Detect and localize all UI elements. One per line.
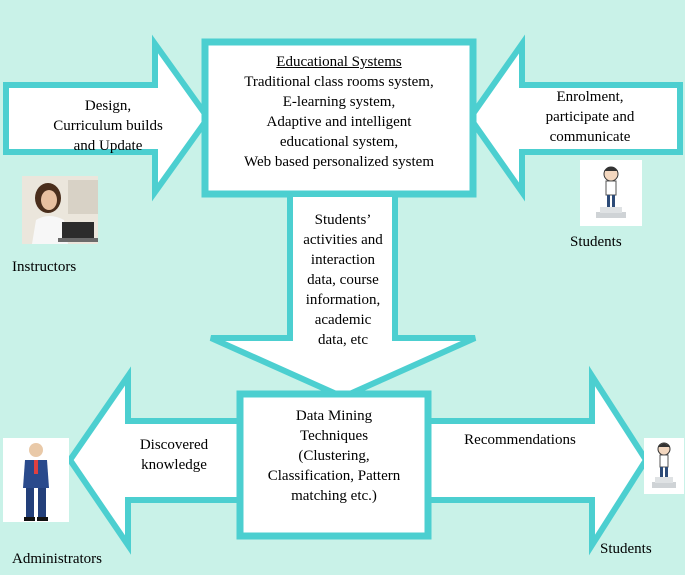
discovered-knowledge-text: Discovered knowledge	[112, 435, 236, 475]
arrow-text-line: data, etc	[318, 332, 368, 348]
arrow-text-line: Discovered	[139, 437, 209, 453]
administrator-figure	[3, 438, 69, 522]
student-top-figure	[580, 160, 642, 226]
students-top-label: Students	[570, 234, 622, 250]
student-icon	[580, 160, 642, 226]
arrow-text-line: and Update	[73, 138, 143, 154]
arrow-text-line: Curriculum builds	[53, 118, 163, 134]
data-mining-box: Data Mining Techniques (Clustering, Clas…	[244, 406, 424, 506]
student-bottom-figure	[644, 438, 684, 494]
recommendations-text: Recommendations	[464, 432, 576, 448]
data-mining-line: Techniques	[299, 428, 369, 444]
data-mining-line: Classification, Pattern	[267, 468, 401, 484]
educational-systems-title: Educational Systems	[276, 54, 402, 70]
educational-systems-line: Web based personalized system	[244, 154, 434, 170]
arrow-text-line: activities and	[303, 232, 383, 248]
design-arrow-text: Design, Curriculum builds and Update	[20, 96, 196, 156]
left-top-arrow	[3, 34, 212, 202]
instructors-label: Instructors	[12, 259, 77, 275]
data-mining-line: matching etc.)	[291, 488, 377, 504]
educational-systems-line: Adaptive and intelligent	[266, 114, 412, 130]
instructor-photo	[22, 176, 98, 244]
enrolment-arrow-text: Enrolment, participate and communicate	[512, 87, 668, 147]
arrow-text-line: information,	[305, 292, 381, 308]
arrow-text-line: participate and	[545, 109, 635, 125]
data-mining-box-shape	[236, 390, 432, 540]
administrators-label: Administrators	[12, 551, 102, 567]
right-bottom-arrow	[425, 365, 650, 556]
arrow-text-line: data, course	[307, 272, 379, 288]
down-arrow	[209, 191, 477, 401]
right-top-arrow	[466, 34, 683, 202]
educational-systems-box: Educational Systems Traditional class ro…	[210, 52, 468, 172]
arrow-text-line: Students’	[314, 212, 372, 228]
educational-systems-line: E-learning system,	[282, 94, 396, 110]
educational-systems-box-shape	[201, 38, 477, 198]
educational-systems-line: Traditional class rooms system,	[244, 74, 434, 90]
instructor-figure-icon	[22, 176, 98, 244]
arrow-text-line: academic	[314, 312, 372, 328]
students-activities-text: Students’ activities and interaction dat…	[286, 210, 400, 350]
students-bottom-label: Students	[600, 541, 652, 557]
arrow-text-line: Enrolment,	[556, 89, 624, 105]
arrow-text-line: communicate	[549, 129, 631, 145]
data-mining-line: (Clustering,	[298, 448, 370, 464]
arrow-text-line: Design,	[84, 98, 132, 114]
administrator-icon	[3, 438, 69, 522]
arrow-text-line: interaction	[310, 252, 376, 268]
arrow-text-line: knowledge	[141, 457, 207, 473]
data-mining-line: Data Mining	[295, 408, 373, 424]
student-icon	[644, 438, 684, 494]
educational-systems-line: educational system,	[279, 134, 399, 150]
left-bottom-arrow	[66, 366, 243, 555]
